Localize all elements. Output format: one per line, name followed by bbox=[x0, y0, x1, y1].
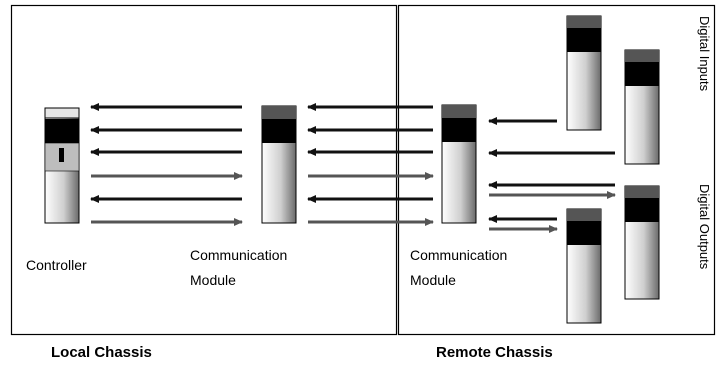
remote-comm-label-line1: Communication bbox=[410, 247, 508, 263]
local-comm-label-line2: Module bbox=[190, 272, 236, 288]
digital-inputs-label: Digital Inputs bbox=[697, 16, 712, 92]
remote-chassis-label: Remote Chassis bbox=[436, 344, 553, 361]
digital-input-module-2 bbox=[624, 49, 660, 165]
local-communication-module bbox=[261, 105, 297, 224]
io-link-arrows bbox=[488, 117, 616, 233]
controller-module bbox=[44, 107, 80, 224]
local-chassis-box bbox=[10, 4, 398, 336]
remote-link-arrows bbox=[307, 103, 434, 226]
local-chassis-label: Local Chassis bbox=[51, 344, 152, 361]
digital-output-module-2 bbox=[566, 208, 602, 324]
digital-outputs-label: Digital Outputs bbox=[697, 184, 712, 270]
remote-chassis-box bbox=[397, 4, 716, 336]
local-comm-label-line1: Communication bbox=[190, 247, 288, 263]
local-link-arrows bbox=[90, 103, 243, 226]
remote-comm-label-line2: Module bbox=[410, 272, 456, 288]
digital-input-module-1 bbox=[566, 15, 602, 131]
controller-label: Controller bbox=[26, 257, 87, 273]
remote-communication-module bbox=[441, 104, 477, 224]
digital-output-module-1 bbox=[624, 185, 660, 300]
